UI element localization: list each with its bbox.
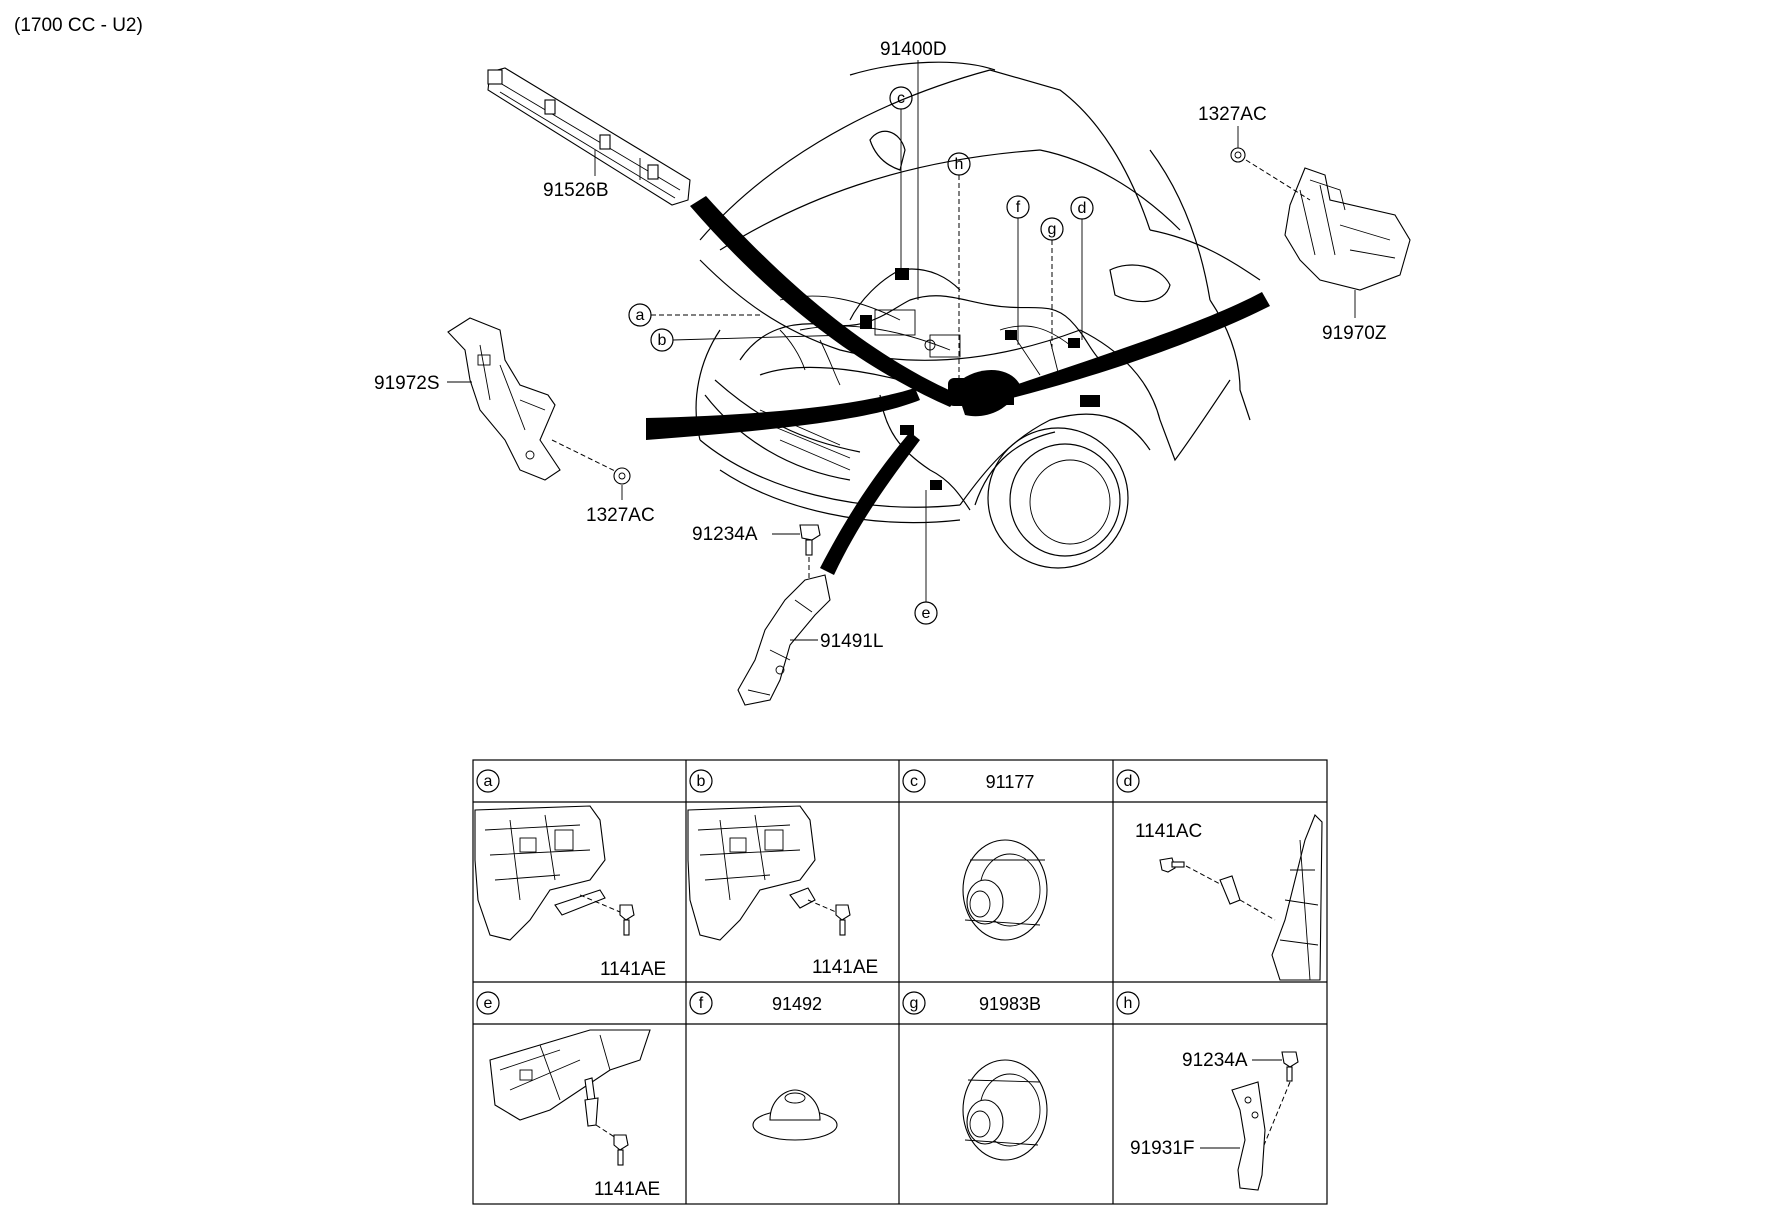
detail-header-g: g 91983B bbox=[902, 991, 1041, 1015]
nut-1327AC-top bbox=[1230, 147, 1246, 163]
svg-text:g: g bbox=[910, 995, 919, 1012]
detail-header-e: e bbox=[476, 991, 500, 1015]
detail-a-label-1141AE: 1141AE bbox=[600, 959, 666, 980]
svg-text:91177: 91177 bbox=[986, 772, 1035, 792]
detail-d-illustration bbox=[1159, 814, 1323, 981]
svg-text:f: f bbox=[699, 995, 704, 1012]
nut-1327AC-left bbox=[613, 467, 631, 485]
callout-e: e bbox=[914, 490, 938, 625]
label-91234A: 91234A bbox=[692, 524, 758, 545]
callout-d: d bbox=[1070, 196, 1094, 340]
svg-text:d: d bbox=[1078, 200, 1087, 217]
label-91970Z: 91970Z bbox=[1322, 323, 1387, 344]
dash-1327AC-top bbox=[1245, 159, 1311, 201]
svg-text:c: c bbox=[910, 773, 918, 790]
detail-e-label-1141AE: 1141AE bbox=[594, 1179, 660, 1200]
svg-text:e: e bbox=[484, 995, 493, 1012]
svg-text:d: d bbox=[1124, 773, 1133, 790]
detail-header-h: h bbox=[1116, 991, 1140, 1015]
vehicle-front-illustration bbox=[695, 61, 1261, 569]
detail-h-illustration bbox=[1231, 1051, 1299, 1191]
section-bands bbox=[646, 196, 1270, 575]
svg-text:a: a bbox=[636, 307, 645, 324]
detail-h-label-91234A: 91234A bbox=[1182, 1050, 1248, 1071]
svg-text:e: e bbox=[922, 605, 931, 622]
svg-text:h: h bbox=[955, 156, 964, 173]
svg-text:b: b bbox=[658, 332, 667, 349]
detail-header-d: d bbox=[1116, 769, 1140, 793]
detail-f-grommet-91492 bbox=[752, 1089, 838, 1141]
detail-table bbox=[472, 759, 1328, 1205]
svg-text:c: c bbox=[897, 90, 905, 107]
label-1327AC-top: 1327AC bbox=[1198, 104, 1267, 125]
detail-e-illustration bbox=[489, 1029, 651, 1166]
detail-header-a: a bbox=[476, 769, 500, 793]
svg-text:b: b bbox=[697, 773, 706, 790]
dash-1327AC-left bbox=[551, 439, 618, 473]
label-91491L: 91491L bbox=[820, 631, 883, 652]
wiring-harness-91400D bbox=[739, 268, 1101, 511]
svg-text:91983B: 91983B bbox=[979, 994, 1041, 1014]
detail-header-f: f 91492 bbox=[689, 991, 822, 1015]
callout-g: g bbox=[1040, 217, 1064, 350]
callout-c: c bbox=[889, 86, 913, 270]
callout-h: h bbox=[947, 152, 971, 380]
svg-text:f: f bbox=[1016, 199, 1021, 216]
callout-a: a bbox=[628, 303, 760, 327]
detail-header-c: c 91177 bbox=[902, 769, 1035, 793]
svg-text:a: a bbox=[484, 773, 493, 790]
variant-header: (1700 CC - U2) bbox=[14, 15, 143, 36]
label-91526B: 91526B bbox=[543, 180, 609, 201]
bolt-91234A bbox=[799, 524, 821, 556]
nut-1327AC-left-hole bbox=[618, 472, 626, 480]
part-91491L-illustration bbox=[737, 574, 831, 706]
part-91526B-illustration bbox=[487, 67, 691, 206]
svg-text:g: g bbox=[1048, 221, 1057, 238]
detail-h-label-91931F: 91931F bbox=[1130, 1138, 1194, 1159]
label-1327AC-left: 1327AC bbox=[586, 505, 655, 526]
label-91972S: 91972S bbox=[374, 373, 440, 394]
part-91972S-illustration bbox=[447, 317, 561, 481]
detail-d-label-1141AC: 1141AC bbox=[1135, 821, 1202, 842]
svg-text:91492: 91492 bbox=[772, 994, 822, 1014]
detail-a-illustration bbox=[474, 805, 635, 941]
callout-f: f bbox=[1006, 195, 1030, 345]
nut-1327AC-top-hole bbox=[1234, 151, 1242, 159]
detail-b-illustration bbox=[687, 805, 851, 941]
part-91970Z-illustration bbox=[1284, 167, 1411, 291]
detail-c-grommet-91177 bbox=[962, 839, 1048, 941]
detail-b-label-1141AE: 1141AE bbox=[812, 957, 878, 978]
svg-text:h: h bbox=[1124, 995, 1133, 1012]
detail-header-b: b bbox=[689, 769, 713, 793]
callout-b: b bbox=[650, 328, 851, 352]
label-91400D: 91400D bbox=[880, 39, 947, 60]
detail-g-grommet-91983B bbox=[962, 1059, 1048, 1161]
